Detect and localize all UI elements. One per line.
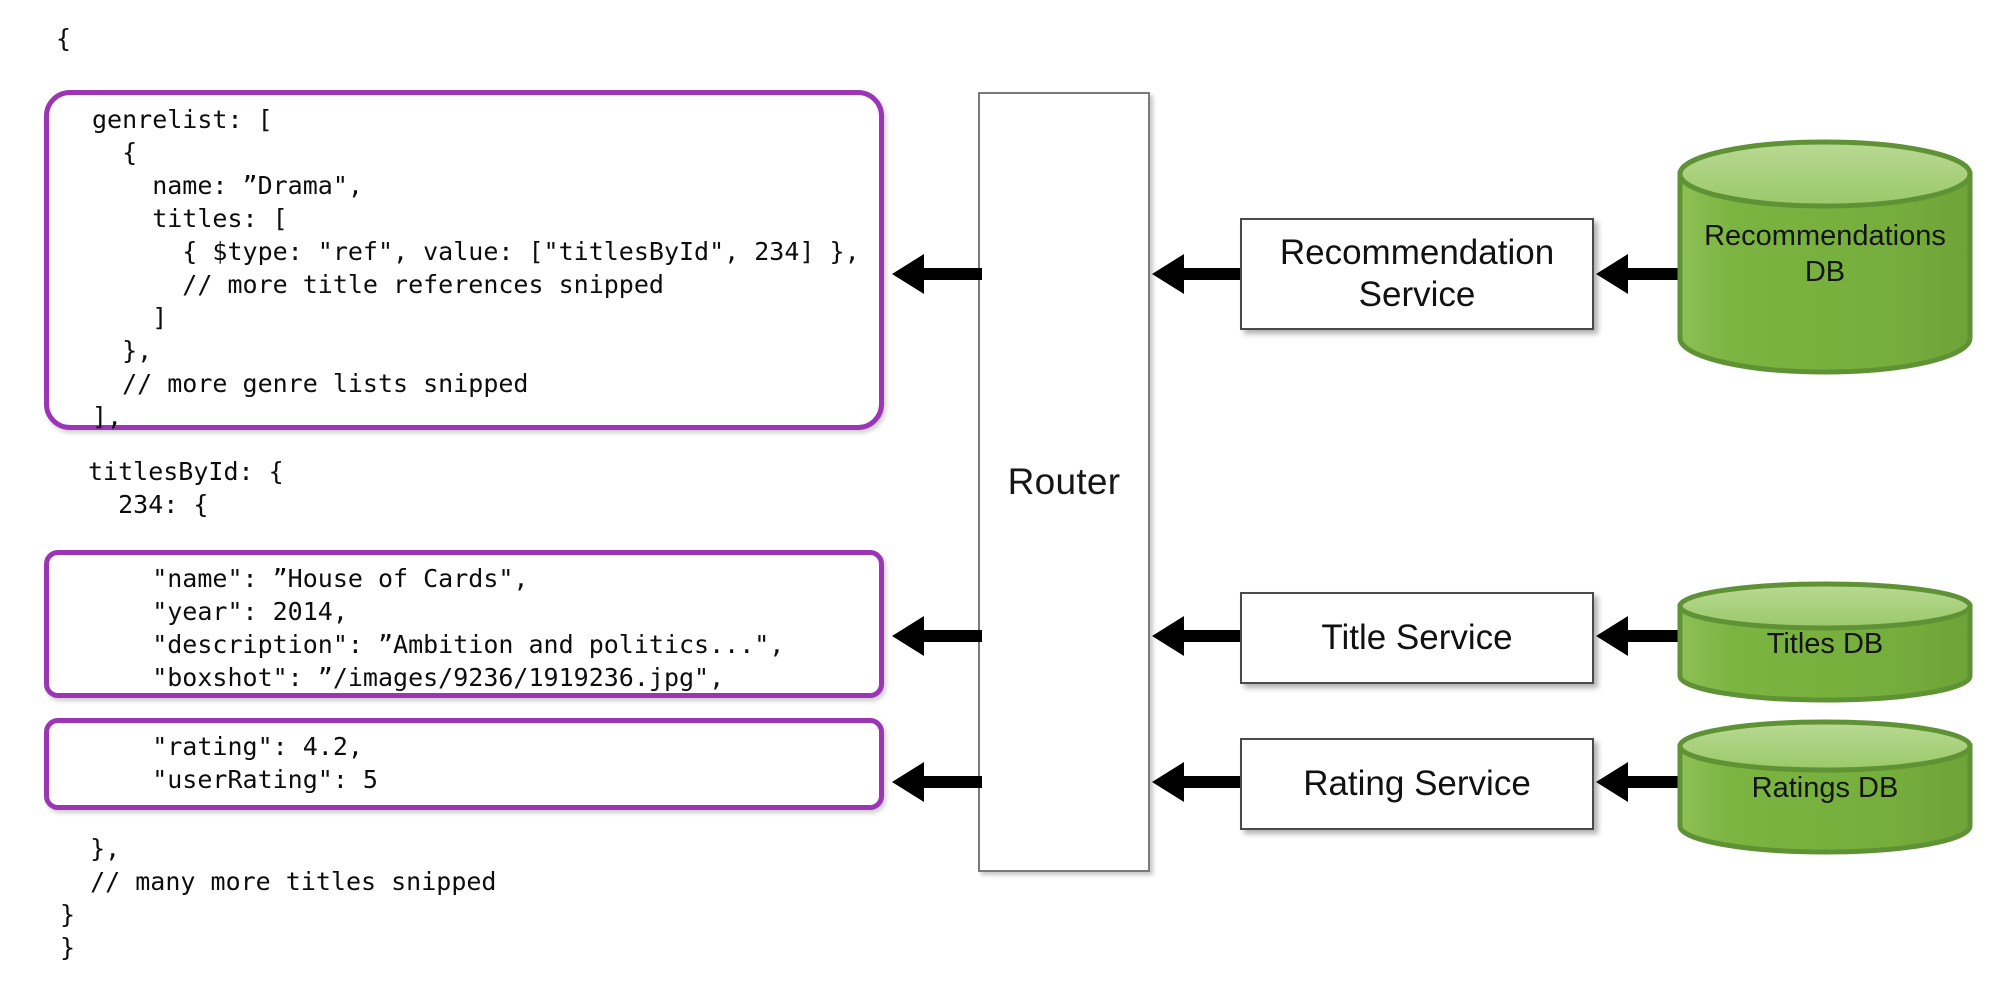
service-box-title[interactable]: Title Service [1240,592,1594,684]
arrow-router-to-genrelist [890,250,982,298]
arrow-ratings-db-to-service [1594,758,1678,806]
json-closing-code: }, // many more titles snipped } } [60,834,497,962]
router-box[interactable]: Router [978,92,1150,872]
arrow-rating-service-to-router [1150,758,1240,806]
router-label: Router [1007,461,1121,502]
genrelist-callout-box [44,90,884,430]
rating-callout-box [44,718,884,810]
arrow-titles-db-to-service [1594,612,1678,660]
arrow-title-service-to-router [1150,612,1240,660]
arrow-router-to-rating [890,758,982,806]
arrow-router-to-title-detail [890,612,982,660]
service-box-rating[interactable]: Rating Service [1240,738,1594,830]
arrow-recommendations-db-to-service [1594,250,1678,298]
database-cylinder-titles[interactable]: Titles DB [1676,580,1974,703]
service-label-title: Title Service [1321,618,1513,657]
title-detail-callout-box [44,550,884,698]
database-cylinder-ratings[interactable]: Ratings DB [1676,718,1974,858]
titles-by-id-open-code: titlesById: { 234: { [88,457,284,519]
title-detail-code: "name": ”House of Cards", "year": 2014, … [152,564,785,692]
arrow-recommendation-service-to-router [1150,250,1240,298]
service-label-rating: Rating Service [1303,764,1531,803]
json-open-brace: { [56,24,72,53]
rating-code: "rating": 4.2, "userRating": 5 [152,732,378,794]
genrelist-code: genrelist: [ { name: ”Drama", titles: [ … [92,105,860,431]
